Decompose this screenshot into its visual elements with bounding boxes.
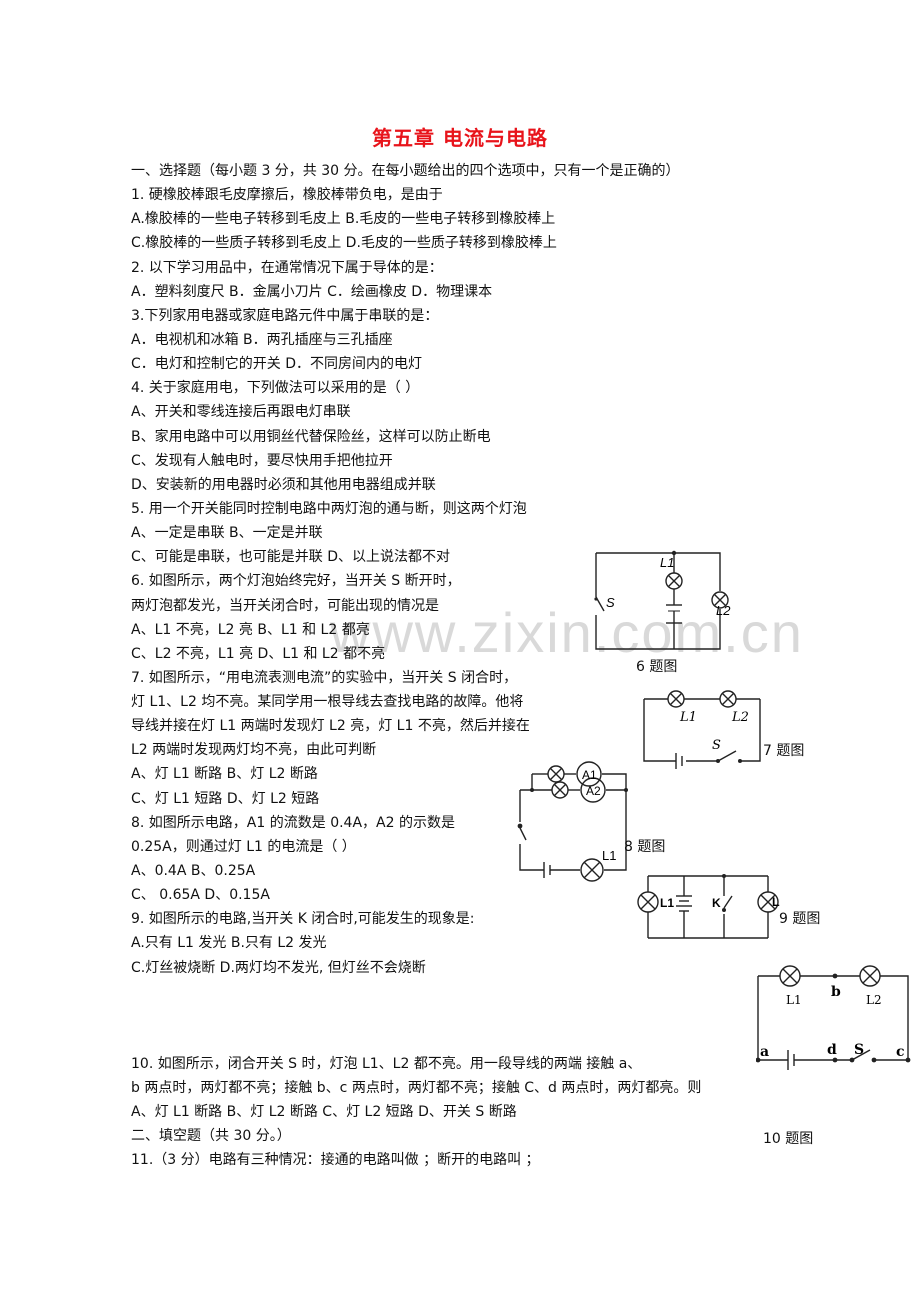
page-title: 第五章 电流与电路	[372, 126, 548, 150]
question-1: 1. 硬橡胶棒跟毛皮摩擦后，橡胶棒带负电，是由于	[131, 187, 443, 203]
figure-7-caption: 7 题图	[763, 743, 805, 759]
fig10-label-c: c	[896, 1044, 905, 1060]
fig6-label-l1: L1	[660, 555, 674, 570]
q6-options-ab: A、L1 不亮，L2 亮 B、L1 和 L2 都亮	[131, 622, 370, 638]
q4-option-a: A、开关和零线连接后再跟电灯串联	[131, 404, 351, 420]
fig6-label-s: S	[606, 595, 615, 610]
question-7-cont-1: 灯 L1、L2 均不亮。某同学用一根导线去查找电路的故障。他将	[131, 694, 524, 710]
q1-options-cd: C.橡胶棒的一些质子转移到毛皮上 D.毛皮的一些质子转移到橡胶棒上	[131, 235, 557, 251]
figure-10-caption: 10 题图	[763, 1131, 814, 1147]
fig8-label-a2: A2	[586, 784, 601, 798]
question-5: 5. 用一个开关能同时控制电路中两灯泡的通与断，则这两个灯泡	[131, 501, 527, 517]
question-11: 11.（3 分）电路有三种情况：接通的电路叫做 ；断开的电路叫 ；	[131, 1152, 540, 1168]
figure-6-caption: 6 题图	[636, 659, 678, 675]
q10-options: A、灯 L1 断路 B、灯 L2 断路 C、灯 L2 短路 D、开关 S 断路	[131, 1104, 517, 1120]
question-7-cont-2: 导线并接在灯 L1 两端时发现灯 L2 亮，灯 L1 不亮，然后并接在	[131, 718, 530, 734]
fig10-label-l2: L2	[866, 993, 882, 1007]
q5-options-ab: A、一定是串联 B、一定是并联	[131, 525, 323, 541]
question-8: 8. 如图所示电路，A1 的流数是 0.4A，A2 的示数是	[131, 815, 455, 831]
fig8-label-l1: L1	[602, 848, 616, 863]
fig9-label-k: K	[712, 896, 721, 910]
q1-options-ab: A.橡胶棒的一些电子转移到毛皮上 B.毛皮的一些电子转移到橡胶棒上	[131, 211, 556, 227]
fig7-label-s: S	[712, 738, 721, 753]
q4-option-d: D、安装新的用电器时必须和其他用电器组成并联	[131, 477, 436, 493]
fig10-label-d: d	[827, 1042, 837, 1058]
question-6: 6. 如图所示，两个灯泡始终完好，当开关 S 断开时，	[131, 573, 461, 589]
q3-options-ab: A．电视机和冰箱 B．两孔插座与三孔插座	[131, 332, 393, 348]
q6-options-cd: C、L2 不亮，L1 亮 D、L1 和 L2 都不亮	[131, 646, 386, 662]
fig9-label-l2: L2	[772, 895, 780, 909]
figure-8-circuit: A1 A2 L1	[516, 760, 634, 888]
q2-options: A．塑料刻度尺 B．金属小刀片 C．绘画橡皮 D．物理课本	[131, 284, 493, 300]
figure-10-circuit: L1 L2 a b c d S	[756, 960, 916, 1072]
q4-option-c: C、发现有人触电时，要尽快用手把他拉开	[131, 453, 393, 469]
question-10-cont: b 两点时，两灯都不亮；接触 b、c 两点时，两灯都不亮；接触 C、d 两点时，…	[131, 1080, 702, 1096]
q9-options-ab: A.只有 L1 发光 B.只有 L2 发光	[131, 935, 327, 951]
section-heading-choice: 一、选择题（每小题 3 分，共 30 分。在每小题给出的四个选项中，只有一个是正…	[131, 163, 680, 179]
q5-options-cd: C、可能是串联，也可能是并联 D、以上说法都不对	[131, 549, 451, 565]
question-4: 4. 关于家庭用电，下列做法可以采用的是（ ）	[131, 380, 420, 396]
fig10-label-a: a	[760, 1044, 769, 1060]
fig6-label-l2: L2	[716, 603, 731, 618]
question-3: 3.下列家用电器或家庭电路元件中属于串联的是：	[131, 308, 439, 324]
fig7-label-l2: L2	[731, 710, 749, 725]
figure-7-circuit: L1 L2 S	[640, 685, 768, 769]
figure-9-caption: 9 题图	[779, 911, 821, 927]
question-9: 9. 如图所示的电路,当开关 K 闭合时,可能发生的现象是:	[131, 911, 475, 927]
question-7: 7. 如图所示，“用电流表测电流”的实验中，当开关 S 闭合时，	[131, 670, 518, 686]
question-6-cont: 两灯泡都发光，当开关闭合时，可能出现的情况是	[131, 598, 439, 614]
q4-option-b: B、家用电路中可以用铜丝代替保险丝，这样可以防止断电	[131, 429, 491, 445]
figure-8-caption: 8 题图	[624, 839, 666, 855]
question-2: 2. 以下学习用品中，在通常情况下属于导体的是：	[131, 260, 443, 276]
question-8-cont: 0.25A，则通过灯 L1 的电流是（ ）	[131, 839, 356, 855]
q3-options-cd: C．电灯和控制它的开关 D．不同房间内的电灯	[131, 356, 423, 372]
fig9-label-l1: L1	[660, 896, 674, 910]
fig10-label-l1: L1	[786, 993, 802, 1007]
question-7-cont-3: L2 两端时发现两灯均不亮，由此可判断	[131, 742, 377, 758]
q7-options-cd: C、灯 L1 短路 D、灯 L2 短路	[131, 791, 320, 807]
q9-options-cd: C.灯丝被烧断 D.两灯均不发光, 但灯丝不会烧断	[131, 960, 426, 976]
fig10-label-b: b	[831, 984, 841, 1000]
fig8-label-a1: A1	[582, 768, 597, 782]
q8-options-cd: C、 0.65A D、0.15A	[131, 887, 270, 903]
section-heading-fill: 二、填空题（共 30 分。）	[131, 1128, 291, 1144]
q8-options-ab: A、0.4A B、0.25A	[131, 863, 256, 879]
q7-options-ab: A、灯 L1 断路 B、灯 L2 断路	[131, 766, 318, 782]
question-10: 10. 如图所示，闭合开关 S 时，灯泡 L1、L2 都不亮。用一段导线的两端 …	[131, 1056, 642, 1072]
figure-6-circuit: L1 L2 S	[592, 547, 732, 655]
fig10-label-s: S	[854, 1042, 864, 1058]
figure-9-circuit: L1 K L2	[634, 866, 780, 944]
fig7-label-l1: L1	[679, 710, 697, 725]
